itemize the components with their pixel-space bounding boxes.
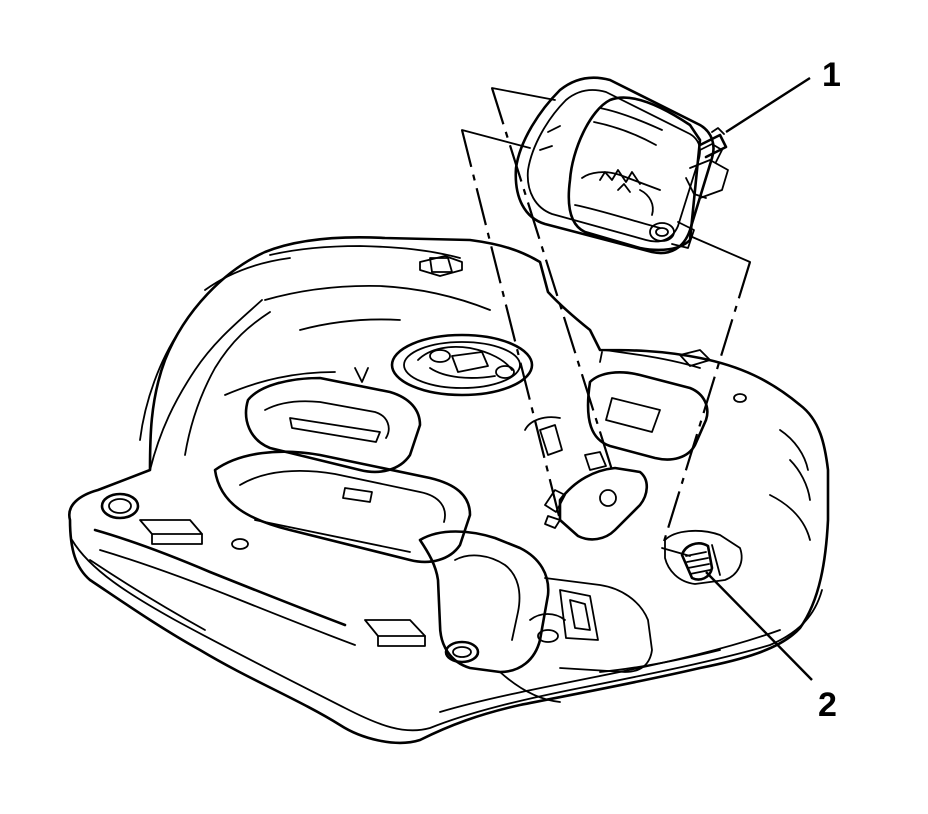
alignment-lines	[460, 87, 752, 557]
callout-label-1: 1	[822, 56, 841, 94]
callout-1: 1	[725, 56, 841, 134]
callout-2: 2	[705, 571, 837, 724]
fuel-tank	[68, 236, 830, 745]
fuel-line-connector	[680, 542, 714, 581]
callout-label-2: 2	[818, 686, 837, 724]
evap-canister	[514, 76, 729, 255]
